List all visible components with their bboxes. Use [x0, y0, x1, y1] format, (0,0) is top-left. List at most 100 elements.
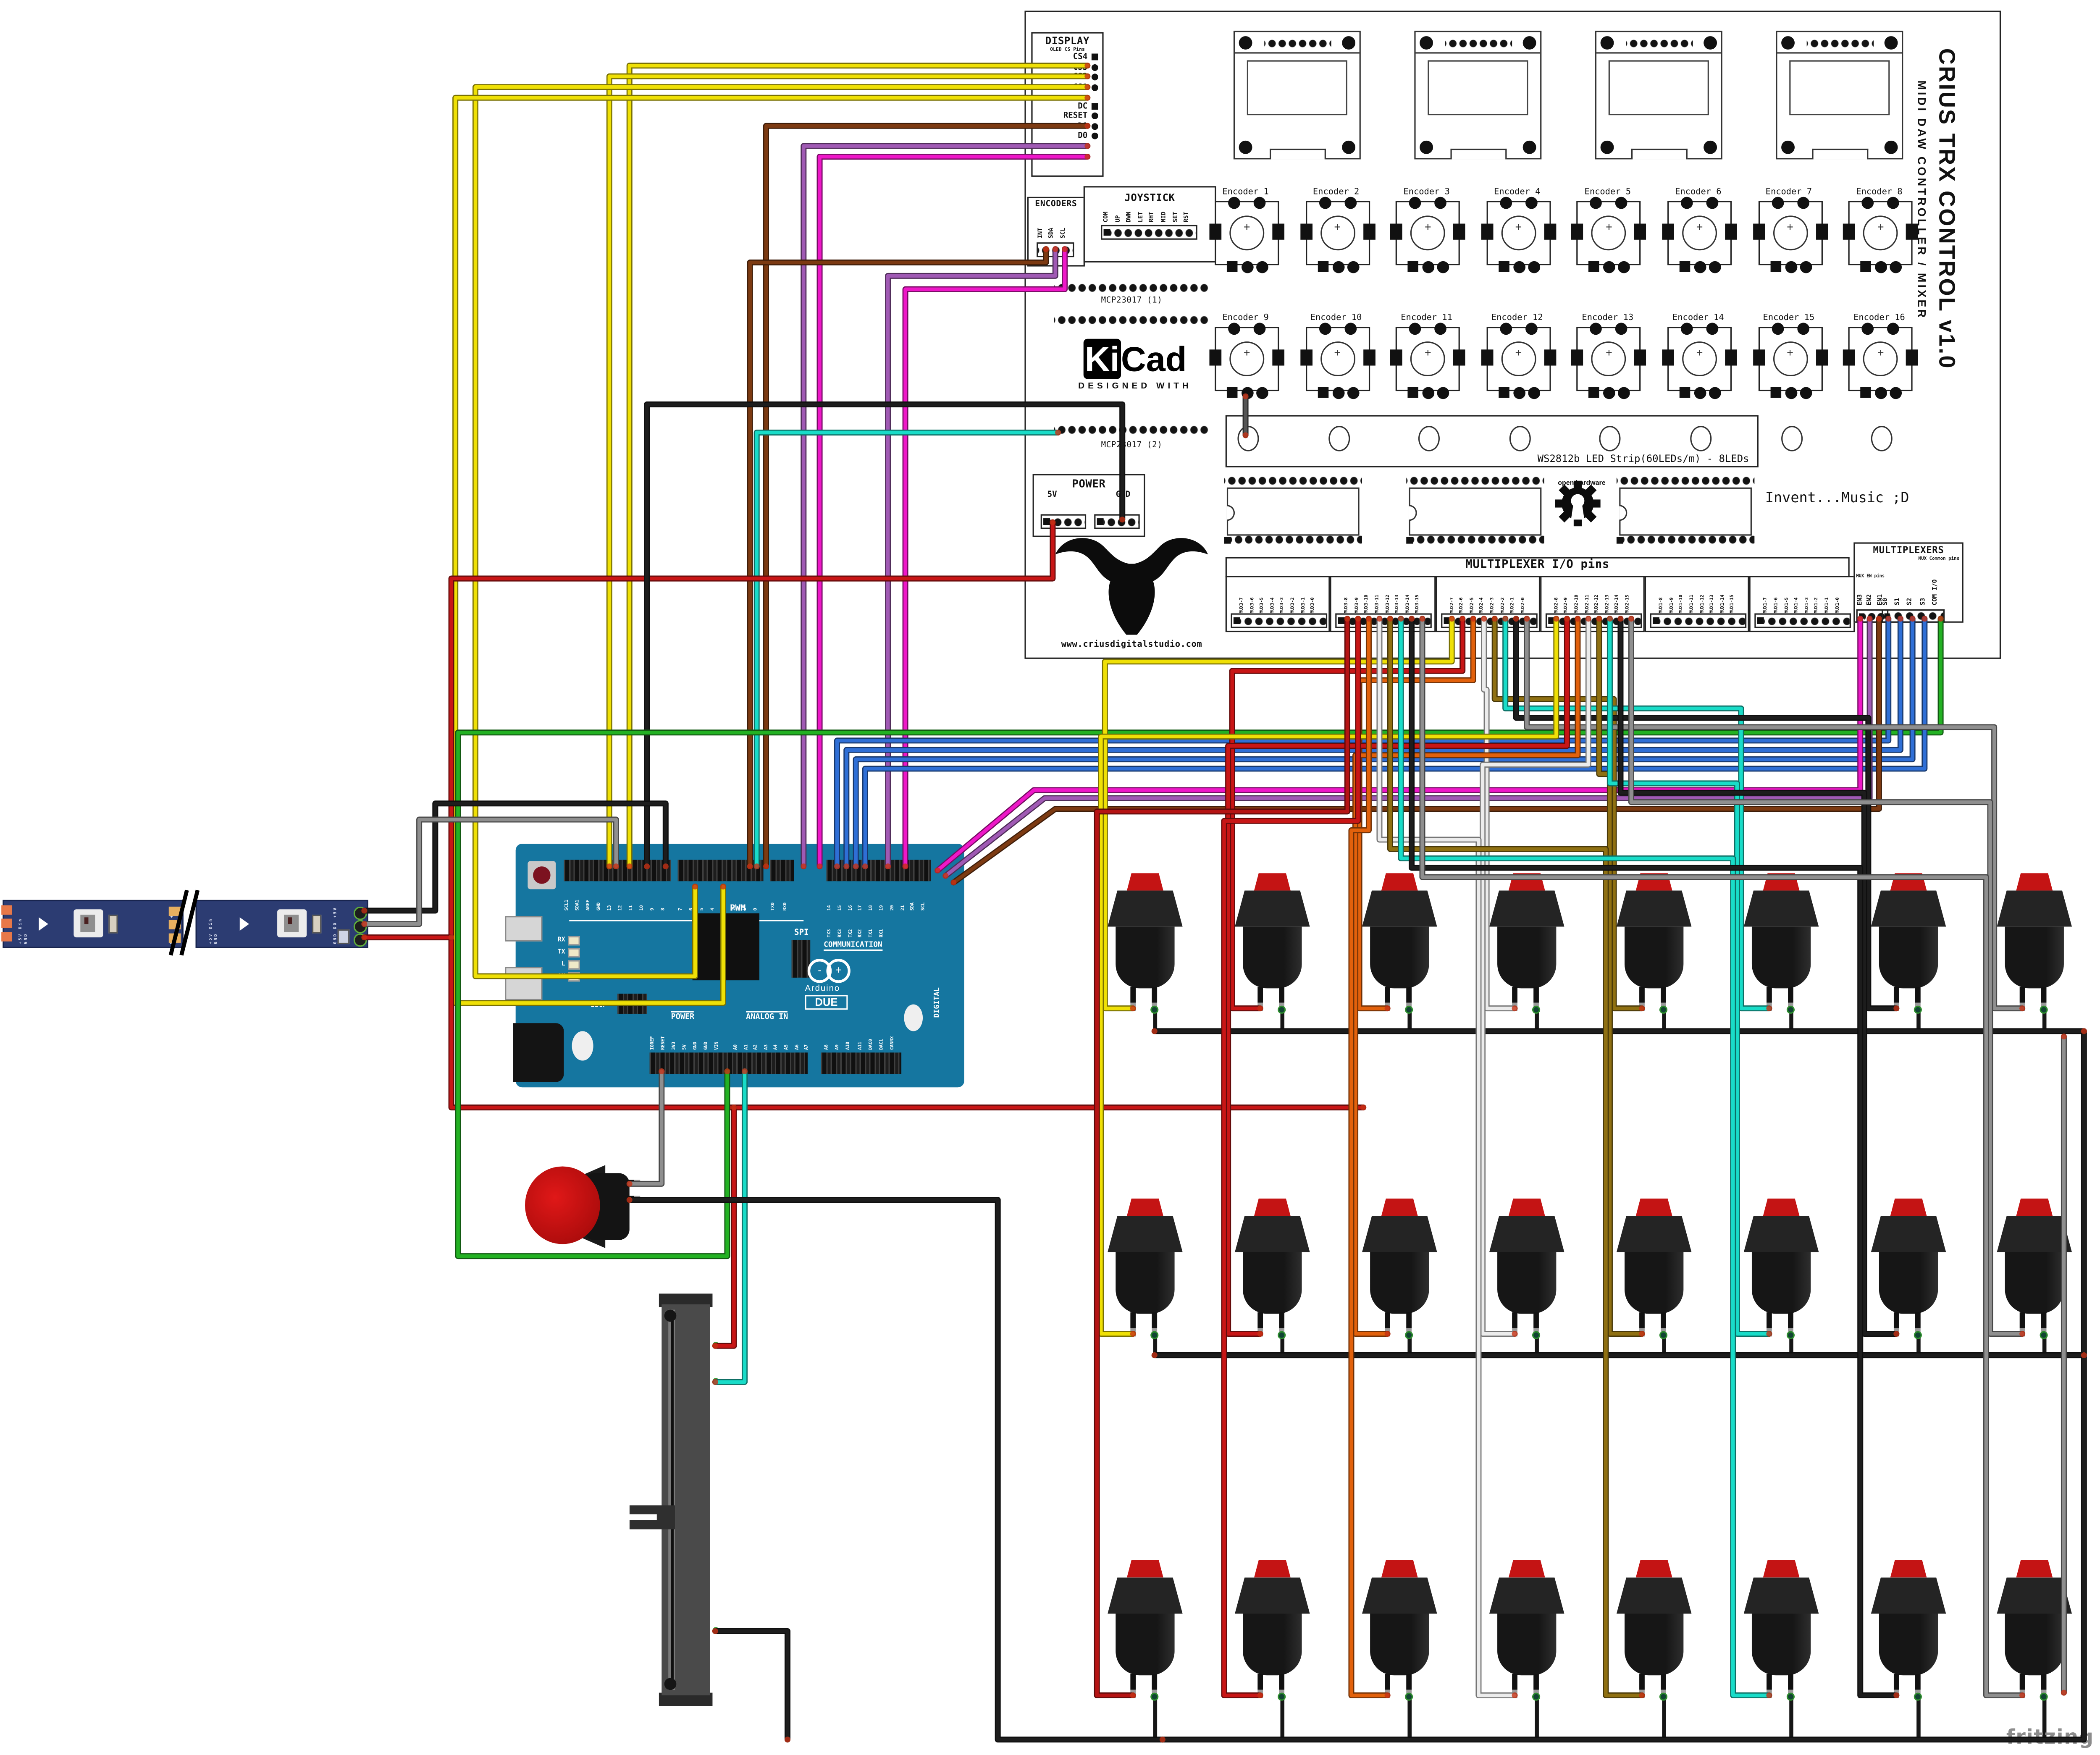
- serial-header[interactable]: [770, 860, 794, 881]
- mux-common-pin-header[interactable]: [1882, 609, 1945, 623]
- encoders-header-pins[interactable]: [1037, 242, 1074, 257]
- encoder-shaft[interactable]: [1591, 215, 1627, 251]
- encoder-12[interactable]: +: [1481, 323, 1556, 399]
- encoder-9[interactable]: +: [1209, 323, 1285, 399]
- rocker-switch-r2c7[interactable]: [1871, 1198, 1946, 1356]
- rocker-switch-r3c6[interactable]: [1743, 1560, 1819, 1740]
- switch-cap[interactable]: [1635, 1560, 1672, 1578]
- encoder-13[interactable]: +: [1571, 323, 1647, 399]
- pin-pad[interactable]: [1091, 74, 1098, 81]
- connector-pad[interactable]: [353, 920, 367, 934]
- switch-cap[interactable]: [1127, 1560, 1163, 1578]
- connector-pad[interactable]: [353, 906, 367, 920]
- switch-cap[interactable]: [2016, 873, 2053, 891]
- display-pins[interactable]: [1626, 39, 1693, 48]
- pin-pad[interactable]: [1091, 113, 1098, 120]
- switch-cap[interactable]: [1127, 873, 1163, 891]
- rocker-switch-r2c3[interactable]: [1362, 1198, 1437, 1356]
- display-pins[interactable]: [1264, 39, 1331, 48]
- usb-port-native[interactable]: [505, 916, 543, 942]
- display-pins[interactable]: [1806, 39, 1874, 48]
- digital-header-2[interactable]: [677, 860, 764, 881]
- encoder-10[interactable]: +: [1300, 323, 1375, 399]
- encoder-5[interactable]: +: [1571, 197, 1647, 273]
- switch-cap[interactable]: [1381, 1198, 1418, 1216]
- encoder-shaft[interactable]: [1320, 341, 1355, 377]
- encoder-16[interactable]: +: [1843, 323, 1918, 399]
- encoder-shaft[interactable]: [1320, 215, 1355, 251]
- encoder-shaft[interactable]: [1410, 341, 1446, 377]
- encoder-11[interactable]: +: [1390, 323, 1466, 399]
- muxio-pin-header[interactable]: [1545, 613, 1642, 628]
- encoder-shaft[interactable]: [1501, 341, 1536, 377]
- encoder-3[interactable]: +: [1390, 197, 1466, 273]
- encoder-2[interactable]: +: [1300, 197, 1375, 273]
- switch-cap[interactable]: [2016, 1198, 2053, 1216]
- switch-cap[interactable]: [1763, 1198, 1800, 1216]
- rocker-switch-r2c6[interactable]: [1743, 1198, 1819, 1356]
- encoder-shaft[interactable]: [1682, 341, 1717, 377]
- pin-pad[interactable]: [1091, 64, 1098, 71]
- rocker-switch-r1c8[interactable]: [1997, 873, 2072, 1031]
- switch-cap[interactable]: [1381, 1560, 1418, 1578]
- encoder-8[interactable]: +: [1843, 197, 1918, 273]
- encoder-1[interactable]: +: [1209, 197, 1285, 273]
- pin-pad[interactable]: [1091, 102, 1098, 110]
- encoder-shaft[interactable]: [1682, 215, 1717, 251]
- mux-chip-MUX2[interactable]: [1404, 475, 1547, 548]
- encoder-7[interactable]: +: [1752, 197, 1828, 273]
- encoder-shaft[interactable]: [1229, 215, 1265, 251]
- red-pushbutton[interactable]: [525, 1162, 640, 1251]
- encoder-14[interactable]: +: [1662, 323, 1737, 399]
- rocker-switch-r3c7[interactable]: [1871, 1560, 1946, 1740]
- connector-pad[interactable]: [353, 933, 367, 947]
- power-gnd-pins[interactable]: [1094, 514, 1140, 529]
- muxio-pin-header[interactable]: [1440, 613, 1537, 628]
- muxio-pin-header[interactable]: [1755, 613, 1852, 628]
- switch-cap[interactable]: [1508, 1560, 1545, 1578]
- power-analog-header[interactable]: [649, 1052, 808, 1074]
- barrel-jack[interactable]: [513, 1023, 564, 1082]
- analog2-header[interactable]: [821, 1052, 902, 1074]
- slide-potentiometer[interactable]: [629, 1293, 719, 1706]
- rocker-switch-r2c2[interactable]: [1235, 1198, 1310, 1356]
- rocker-switch-r3c2[interactable]: [1235, 1560, 1310, 1740]
- rocker-switch-r1c4[interactable]: [1489, 873, 1564, 1031]
- rocker-switch-r2c1[interactable]: [1108, 1198, 1183, 1356]
- rocker-switch-r3c3[interactable]: [1362, 1560, 1437, 1740]
- encoder-6[interactable]: +: [1662, 197, 1737, 273]
- rocker-switch-r1c2[interactable]: [1235, 873, 1310, 1031]
- mcp23017-1[interactable]: MCP23017 (1): [1051, 281, 1212, 325]
- encoder-shaft[interactable]: [1591, 341, 1627, 377]
- ssd1306-display-2[interactable]: [1414, 31, 1542, 160]
- fader-handle[interactable]: [629, 1505, 675, 1529]
- ssd1306-display-1[interactable]: [1233, 31, 1361, 160]
- communication-header[interactable]: [826, 860, 931, 881]
- muxio-pin-header[interactable]: [1336, 613, 1432, 628]
- rocker-switch-r1c3[interactable]: [1362, 873, 1437, 1031]
- rocker-switch-r1c5[interactable]: [1616, 873, 1692, 1031]
- switch-cap[interactable]: [1508, 1198, 1545, 1216]
- mcp23017-2[interactable]: MCP23017 (2): [1051, 422, 1212, 466]
- switch-cap[interactable]: [1890, 1198, 1927, 1216]
- encoder-shaft[interactable]: [1772, 215, 1808, 251]
- encoder-shaft[interactable]: [1863, 215, 1898, 251]
- usb-port-programming[interactable]: [505, 967, 543, 1001]
- pin-pad[interactable]: [1091, 54, 1098, 61]
- switch-cap[interactable]: [1254, 1560, 1291, 1578]
- rocker-switch-r3c1[interactable]: [1108, 1560, 1183, 1740]
- encoder-4[interactable]: +: [1481, 197, 1556, 273]
- icsp-header[interactable]: [617, 994, 647, 1014]
- encoder-shaft[interactable]: [1229, 341, 1265, 377]
- encoder-shaft[interactable]: [1410, 215, 1446, 251]
- mux-chip-MUX3[interactable]: [1221, 475, 1365, 548]
- digital-header-1[interactable]: [564, 860, 671, 881]
- rocker-switch-r3c5[interactable]: [1616, 1560, 1692, 1740]
- switch-cap[interactable]: [1763, 873, 1800, 891]
- muxio-pin-header[interactable]: [1650, 613, 1747, 628]
- switch-cap[interactable]: [1127, 1198, 1163, 1216]
- joystick-pins[interactable]: [1101, 225, 1197, 240]
- switch-cap[interactable]: [1635, 873, 1672, 891]
